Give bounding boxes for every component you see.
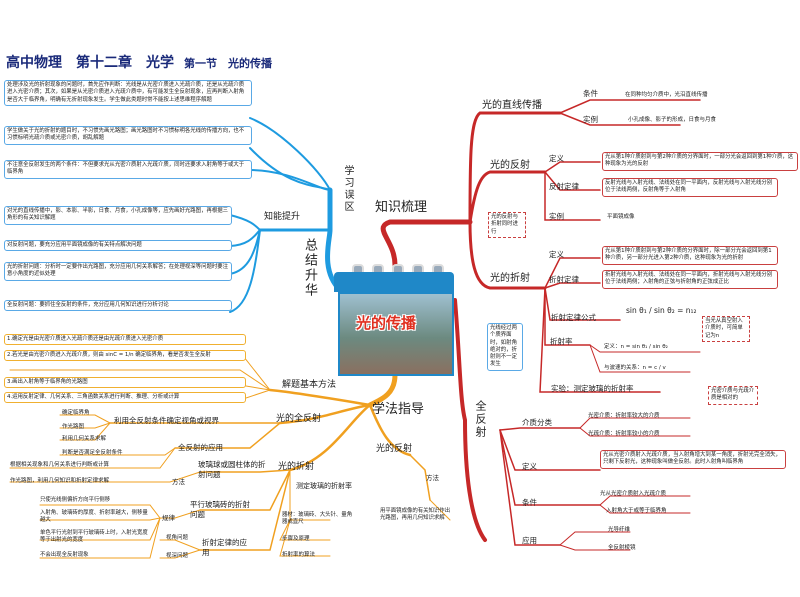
reflect-def: 定义 bbox=[549, 154, 564, 163]
chapter-title: 高中物理 第十二章 光学 bbox=[6, 55, 174, 71]
stones-image bbox=[338, 292, 454, 376]
measure-item-3: 折射率的算法 bbox=[282, 552, 316, 558]
branch-method: 学法指导 bbox=[372, 402, 425, 417]
prism-node: 玻璃球或圆柱体的折射问题 bbox=[198, 460, 266, 480]
reflect-def-box: 光从第1种介质射到与第2种介质的分界面时，一部分光会返回到第1种介质，这种现象为… bbox=[602, 152, 798, 171]
page-title: 高中物理 第十二章 光学第一节 光的传播 bbox=[6, 52, 272, 72]
slab-item-4: 不会出现全反射现象 bbox=[40, 552, 89, 558]
branch-knowledge: 知识梳理 bbox=[375, 200, 428, 215]
total-app-method: 全反射的应用 bbox=[178, 443, 223, 452]
slab-node: 平行玻璃砖的折射问题 bbox=[190, 500, 250, 520]
total-sparse: 光疏介质：折射率较小的介质 bbox=[588, 431, 660, 437]
refract-formula-expr: sin θ₁ / sin θ₂ = n₁₂ bbox=[626, 306, 697, 315]
refract-law: 折射定律 bbox=[549, 275, 579, 284]
skill-item-3: 光的折射问题：分析时一定要作出光路图，充分应用几何关系解答；在处理视深等问题时要… bbox=[4, 262, 232, 281]
skill-item-2: 对反射问题，要充分应用平面镜成像的有关特点解决问题 bbox=[4, 240, 232, 252]
measure-item-1: 器材：玻璃砖、大头针、量角器或直尺 bbox=[282, 512, 353, 526]
skill-item-1: 对光的直线传播中，影、本影、半影，日食、月食，小孔成像等，应先画好光路图，再根据… bbox=[4, 206, 232, 225]
section-title: 第一节 光的传播 bbox=[184, 57, 272, 70]
node-skill: 知能提升 bbox=[264, 212, 301, 222]
refract-law-box: 折射光线与入射光线、法线处在同一平面内，折射光线与入射光线分别位于法线两侧；入射… bbox=[602, 270, 778, 289]
refract-formula: 折射定律公式 bbox=[551, 313, 596, 322]
calendar-header bbox=[334, 272, 454, 292]
slab-item-1: 只使光线侧偏折方向平行侧移 bbox=[40, 497, 111, 503]
reflect-note: 光的反射与折射同时进行 bbox=[488, 212, 526, 238]
node-condition: 条件 bbox=[583, 89, 598, 98]
total-app-item-2: 根据相关现象和几何关系进行判断或计算 bbox=[10, 462, 110, 468]
reflect-method-text: 用平面镜成像的有关知识作出光路图，再用几何知识求解 bbox=[380, 508, 451, 522]
node-total: 全反射 bbox=[474, 400, 487, 439]
basic-item-3: 3.画出入射角等于临界角的光路图 bbox=[4, 377, 246, 389]
refract-index: 折射率 bbox=[550, 337, 573, 346]
branch-summary: 总结升华 bbox=[302, 238, 317, 298]
total-app-item-1: 判断是否满足全反射条件 bbox=[62, 450, 123, 456]
medium-note: 光密介质与光疏介质是相对的 bbox=[708, 386, 758, 405]
apply-node: 折射定律的应用 bbox=[202, 538, 247, 558]
reflect-law-box: 反射光线与入射光线、法线处在同一平面内，反射光线与入射光线分别位于法线两侧，反射… bbox=[602, 178, 778, 197]
total-app2: 全反射棱镜 bbox=[608, 545, 636, 551]
reflect-example: 实例 bbox=[549, 212, 564, 221]
index-speed: 与波速的关系：n = c / v bbox=[604, 365, 666, 371]
index-def: 定义：n = sin θ₁ / sin θ₂ bbox=[604, 344, 668, 350]
node-reflect: 光的反射 bbox=[490, 160, 530, 171]
refract-note: 光线经过两个质界面时，如射角绝对的，折射则不一定发生 bbox=[487, 323, 523, 371]
apply-item-1: 视角问题 bbox=[166, 535, 189, 541]
refract-def-box: 光从第1种介质射到与第2种介质的分界面时，除一部分光会返回到第1种介质，另一部分… bbox=[602, 246, 778, 265]
total-dense: 光密介质：折射率较大的介质 bbox=[588, 413, 660, 419]
refract-def: 定义 bbox=[549, 250, 564, 259]
slab-item-3: 单色平行光射到平行玻璃砖上时，入射光宽度等于出射光的宽度 bbox=[40, 530, 148, 544]
total-def: 定义 bbox=[522, 462, 537, 471]
study-item-3: 不注意全反射发生的两个条件：不但要求光从光密介质射入光疏介质，同时还要求入射角等… bbox=[4, 160, 252, 179]
total-item-3: 利用几何关系求解 bbox=[62, 436, 107, 442]
total-app: 应用 bbox=[522, 536, 537, 545]
total-cond2: 入射角大于或等于临界角 bbox=[606, 508, 667, 514]
reflect-law: 反射定律 bbox=[549, 182, 579, 191]
straight-example-text: 小孔成像、影子的形成，日食与月食 bbox=[628, 117, 717, 123]
total-app1: 光导纤维 bbox=[608, 527, 631, 533]
node-straight: 光的直线传播 bbox=[482, 100, 542, 111]
total-item-1: 确定临界角 bbox=[62, 410, 90, 416]
node-refract: 光的折射 bbox=[490, 273, 530, 284]
slab-item-2: 入射角、玻璃砖的厚度、折射率越大，侧移量越大 bbox=[40, 510, 148, 524]
prism-method: 方法 bbox=[172, 478, 185, 486]
measure-item-2: 步骤及原理 bbox=[282, 536, 310, 542]
reflect-example-text: 平面镜成像 bbox=[607, 214, 635, 220]
node-total-method: 光的全反射 bbox=[276, 414, 322, 424]
refract-exp: 实验：测定玻璃的折射率 bbox=[551, 384, 634, 393]
total-sub: 利用全反射条件确定视角或视界 bbox=[114, 416, 219, 425]
straight-cond-text: 在同种均匀介质中，光沿直线传播 bbox=[625, 92, 708, 98]
reflect-method: 方法 bbox=[426, 474, 439, 482]
prism-method-text: 作光路图，利用几何知识和折射定律求解 bbox=[10, 478, 110, 484]
node-reflect-method: 光的反射 bbox=[376, 444, 413, 454]
total-medium: 介质分类 bbox=[522, 418, 552, 427]
slab-rule: 规律 bbox=[162, 514, 175, 522]
total-cond: 条件 bbox=[522, 498, 537, 507]
apply-item-2: 视深问题 bbox=[166, 553, 189, 559]
total-item-2: 作光路图 bbox=[62, 424, 85, 430]
total-def-box: 光从光密介质射入光疏介质，当入射角增大到某一角度，折射光完全消失，只剩下反射光，… bbox=[600, 450, 786, 469]
formula-note: 当光从真空射入介质时，可简单记为n bbox=[702, 316, 750, 342]
basic-item-2: 2.若光是由光密介质进入光疏介质，则由 sinC = 1/n 确定临界角，看是否… bbox=[4, 350, 246, 362]
node-basic: 解题基本方法 bbox=[282, 380, 337, 390]
node-study: 学习误区 bbox=[342, 165, 353, 213]
center-title: 光的传播 bbox=[356, 314, 417, 332]
basic-item-1: 1.确定光是由光密介质进入光疏介质还是由光疏介质进入光密介质 bbox=[4, 334, 246, 346]
study-item-1: 处理涉及光的折射现象的问题时，首先应作判断：光线是从光密介质进入光疏介质，还是从… bbox=[4, 80, 252, 106]
skill-item-4: 全反射问题：要抓住全反射的条件，充分应用几何知识进行分析讨论 bbox=[4, 300, 232, 312]
node-refract-method: 光的折射 bbox=[278, 462, 315, 472]
node-example: 实例 bbox=[583, 115, 598, 124]
study-item-2: 学生做关于光的折射的题目时，不习惯先画光路图；画光路图时不习惯标明各光线的传播方… bbox=[4, 126, 252, 145]
total-cond1: 光从光密介质射入光疏介质 bbox=[600, 491, 667, 497]
basic-item-4: 4.运用反射定律、几何关系、三角函数关系进行判断、推理、分析或计算 bbox=[4, 392, 246, 404]
measure-node: 测定玻璃的折射率 bbox=[296, 482, 352, 490]
center-topic: 光的传播 bbox=[334, 264, 454, 376]
